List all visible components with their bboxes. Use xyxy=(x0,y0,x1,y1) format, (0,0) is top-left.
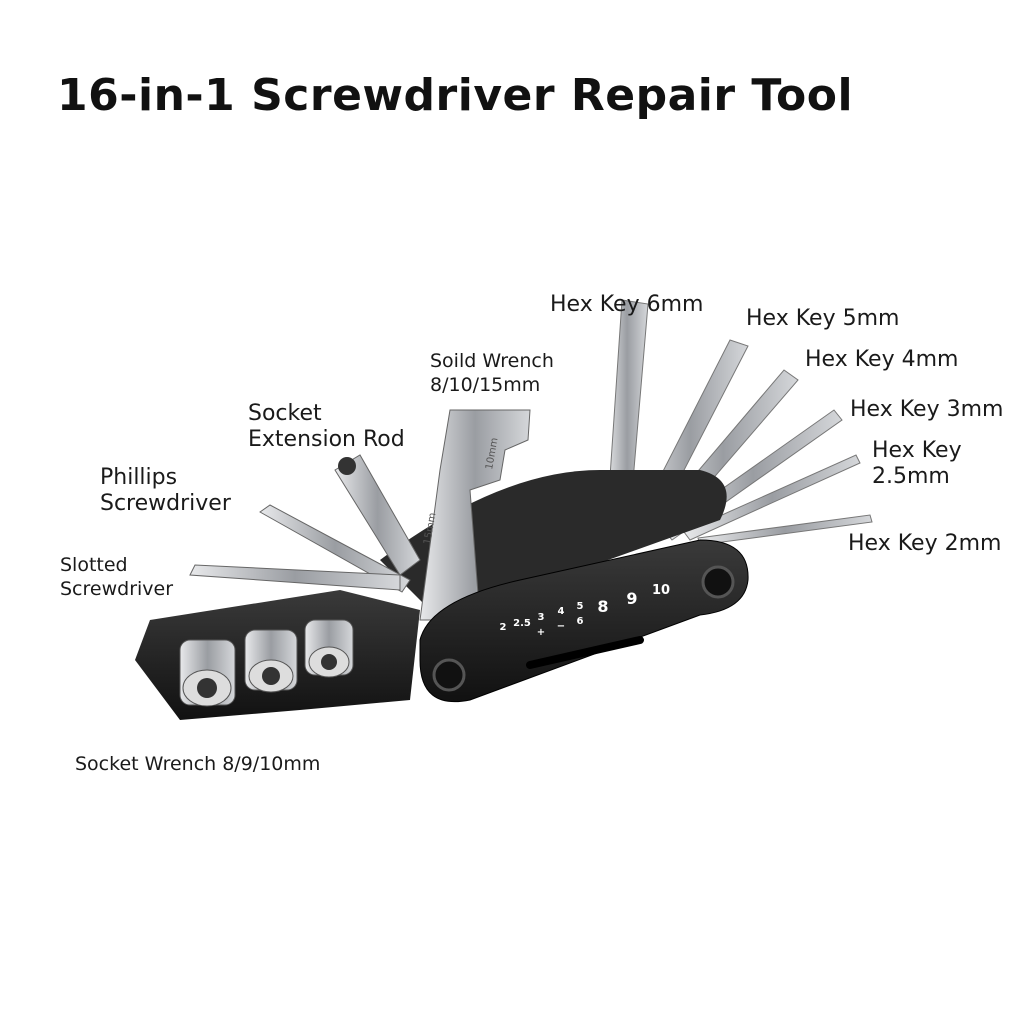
label-hex-key-3mm: Hex Key 3mm xyxy=(850,397,1004,422)
page-title: 16-in-1 Screwdriver Repair Tool xyxy=(57,70,854,121)
body-slot xyxy=(526,636,644,669)
marking-5: 5 xyxy=(577,601,584,612)
hex-key-2-5mm xyxy=(683,454,861,541)
label-socket-wrench: Socket Wrench 8/9/10mm xyxy=(75,753,321,775)
pivot-bolt-right xyxy=(701,565,735,599)
socket-medium xyxy=(244,629,298,693)
marking-9: 9 xyxy=(626,589,637,608)
socket-large xyxy=(179,639,236,707)
label-hex-key-5mm: Hex Key 5mm xyxy=(746,306,900,331)
marking-minus: − xyxy=(557,621,565,632)
label-phillips-screwdriver: Phillips Screwdriver xyxy=(100,465,231,516)
label-hex-key-2mm: Hex Key 2mm xyxy=(848,531,1002,556)
label-socket-extension-rod: Socket Extension Rod xyxy=(248,401,405,452)
marking-4: 4 xyxy=(558,606,565,617)
label-slotted-screwdriver: Slotted Screwdriver xyxy=(60,554,174,600)
extension-rod-socket-end xyxy=(338,457,356,475)
tool-body-front xyxy=(419,539,749,703)
marking-6: 6 xyxy=(577,616,584,627)
body-markings: 2 2.5 3 4 5 + − 6 8 9 10 xyxy=(500,583,671,638)
marking-3: 3 xyxy=(538,612,545,623)
label-hex-key-2-5mm: Hex Key 2.5mm xyxy=(872,438,962,489)
pivot-bolt-left xyxy=(432,658,466,692)
marking-10: 10 xyxy=(652,583,670,598)
label-hex-key-4mm: Hex Key 4mm xyxy=(805,347,959,372)
label-hex-key-6mm: Hex Key 6mm xyxy=(550,292,704,317)
marking-plus: + xyxy=(537,627,545,638)
sockets xyxy=(179,619,354,707)
label-solid-wrench: Soild Wrench 8/10/15mm xyxy=(430,350,554,396)
socket-small xyxy=(304,619,354,678)
slotted-screwdriver xyxy=(189,564,401,591)
phillips-screwdriver xyxy=(259,504,411,593)
marking-2: 2 xyxy=(500,622,507,633)
marking-8: 8 xyxy=(597,597,608,616)
marking-2-5: 2.5 xyxy=(513,618,531,629)
